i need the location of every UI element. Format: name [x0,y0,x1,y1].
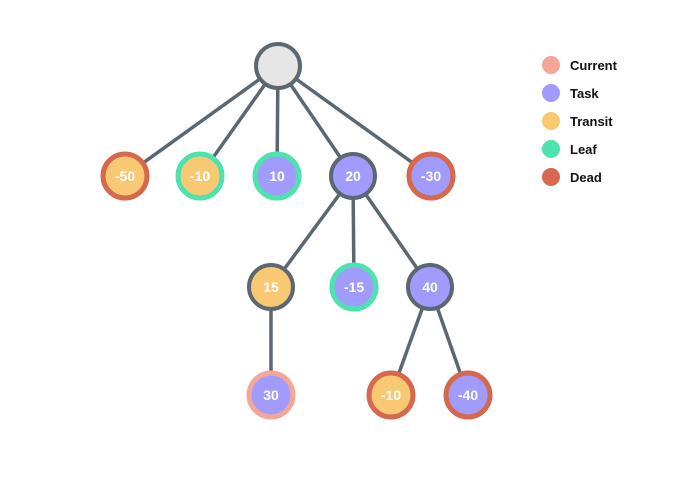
node-circle [175,151,225,201]
tree-node--10: -10 [366,370,416,420]
tree-node-30: 30 [246,370,296,420]
legend-label: Task [570,85,599,101]
node-circle [329,262,379,312]
node-circle [406,151,456,201]
node-value-label: 30 [263,387,279,403]
node-circle [366,370,416,420]
legend-swatch-current [542,56,560,74]
legend-label: Leaf [570,141,597,157]
tree-node-10: 10 [252,151,302,201]
node-value-label: -50 [115,168,135,184]
tree-node--10: -10 [175,151,225,201]
legend-swatch-task [542,84,560,102]
tree-node--15: -15 [329,262,379,312]
node-value-label: -10 [381,387,401,403]
node-circle [254,42,302,90]
tree-node-40: 40 [406,263,454,311]
legend-item-current: Current [542,56,617,74]
tree-node--30: -30 [406,151,456,201]
legend-label: Dead [570,169,602,185]
tree-node-root [254,42,302,90]
node-value-label: 20 [345,168,361,184]
node-value-label: 40 [422,279,438,295]
legend-label: Transit [570,113,613,129]
node-circle [329,152,377,200]
legend-swatch-transit [542,112,560,130]
legend-label: Current [570,57,617,73]
node-circle [443,370,493,420]
legend-item-dead: Dead [542,168,617,186]
legend-item-transit: Transit [542,112,617,130]
legend-swatch-dead [542,168,560,186]
node-circle [246,370,296,420]
tree-node-20: 20 [329,152,377,200]
node-circle [252,151,302,201]
tree-node-15: 15 [247,263,295,311]
node-value-label: 10 [269,168,285,184]
node-circle [100,151,150,201]
node-value-label: -40 [458,387,478,403]
node-value-label: 15 [263,279,279,295]
node-circle [406,263,454,311]
node-value-label: -30 [421,168,441,184]
legend-item-task: Task [542,84,617,102]
node-circle [247,263,295,311]
node-value-label: -15 [344,279,364,295]
tree-edge [123,64,280,178]
tree-node--50: -50 [100,151,150,201]
tree-edge [276,64,433,178]
tree-node--40: -40 [443,370,493,420]
node-value-label: -10 [190,168,210,184]
legend-item-leaf: Leaf [542,140,617,158]
legend-swatch-leaf [542,140,560,158]
